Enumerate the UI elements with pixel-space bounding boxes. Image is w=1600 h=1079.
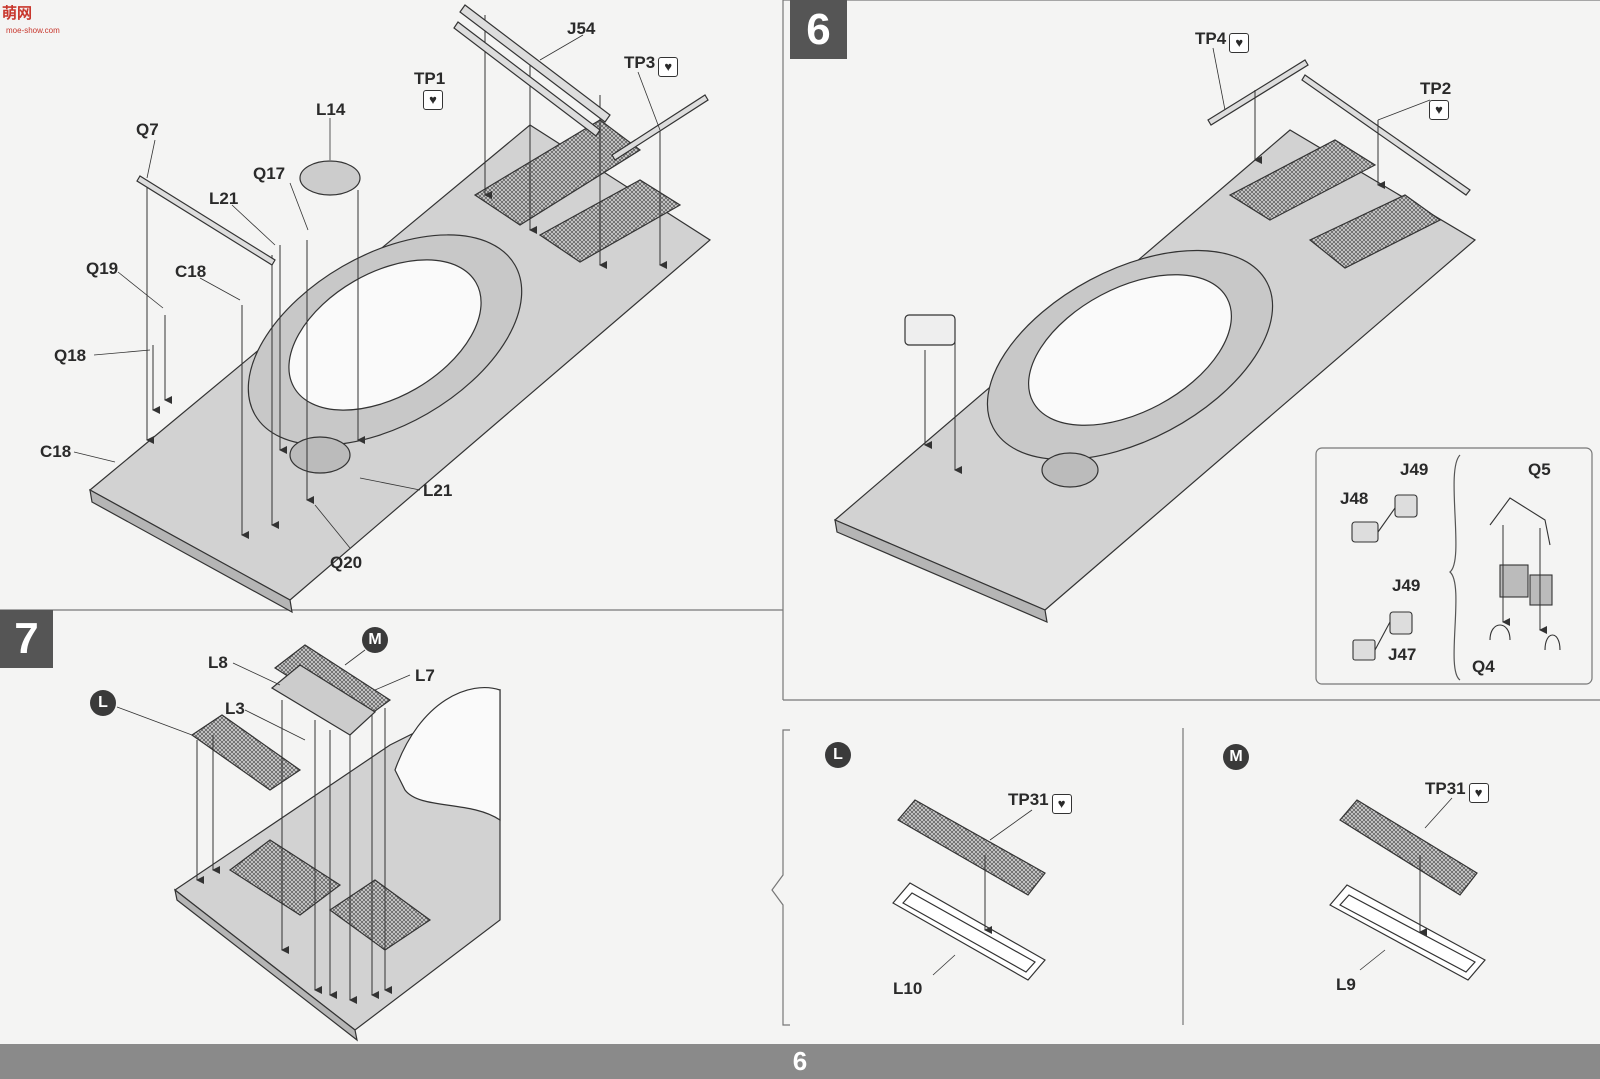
part-label-C18: C18 (40, 442, 72, 461)
part-label-TP31-text: TP31 (1425, 779, 1466, 798)
subassembly-M (1329, 799, 1486, 981)
step-7-number: 7 (0, 610, 53, 668)
part-label-J49: J49 (1392, 576, 1421, 595)
callout-M: M (1223, 744, 1249, 770)
part-label-TP4-text: TP4 (1195, 29, 1227, 48)
part-label-TP3: TP3♥ (624, 53, 679, 77)
step6-arrows (924, 90, 1385, 474)
part-label-L9: L9 (1336, 975, 1356, 994)
part-label-J47: J47 (1388, 645, 1417, 664)
part-label-TP31-text: TP31 (1008, 790, 1049, 809)
callout-M: M (362, 627, 388, 653)
part-label-L3: L3 (225, 699, 245, 718)
inset-brace (1449, 454, 1461, 681)
part-label-TP4: TP4♥ (1195, 29, 1250, 53)
step6-parts (904, 59, 1471, 346)
part-label-Q4: Q4 (1472, 657, 1495, 676)
step-6-number: 6 (790, 0, 847, 59)
part-label-Q19: Q19 (86, 259, 119, 278)
watermark-sub: moe-show.com (6, 26, 60, 35)
part-label-L10: L10 (893, 979, 923, 998)
part-label-TP2: TP2 ♥ (1420, 80, 1451, 120)
part-label-Q18: Q18 (54, 346, 87, 365)
part-label-J49: J49 (1400, 460, 1429, 479)
heart-etch-icon: ♥ (1051, 794, 1072, 814)
callout-L: L (90, 690, 116, 716)
hull-step6 (833, 129, 1477, 623)
part-label-L8: L8 (208, 653, 228, 672)
step6-leaders (1212, 47, 1431, 121)
part-label-Q20: Q20 (330, 553, 363, 572)
callout-L: L (825, 742, 851, 768)
step7-parts (190, 644, 392, 791)
footer-bar: 6 (0, 1044, 1600, 1079)
part-label-TP31: TP31♥ (1425, 780, 1489, 803)
part-label-J54: J54 (567, 19, 596, 38)
part-label-TP1: TP1 ♥ (414, 70, 445, 110)
LM-leaders (932, 797, 1453, 976)
part-label-L21: L21 (209, 189, 239, 208)
part-label-TP31: TP31♥ (1008, 791, 1072, 814)
part-label-J48: J48 (1340, 489, 1369, 508)
LM-arrows (984, 855, 1427, 936)
part-label-C18: C18 (175, 262, 207, 281)
step7-arrows (196, 700, 392, 1004)
page-number: 6 (792, 1046, 808, 1076)
panel-borders (0, 0, 1600, 1026)
watermark-text: 萌网 (2, 5, 33, 22)
heart-etch-icon: ♥ (423, 90, 443, 110)
part-label-TP2-text: TP2 (1420, 79, 1452, 98)
part-label-TP3-text: TP3 (624, 53, 656, 72)
step5-parts (136, 4, 709, 266)
heart-etch-icon: ♥ (1468, 783, 1489, 803)
hull-step5 (88, 119, 712, 614)
heart-etch-icon: ♥ (1229, 33, 1250, 53)
part-label-L14: L14 (316, 100, 346, 119)
inset-subassemblies (1351, 494, 1561, 661)
hull-step7 (173, 686, 501, 1042)
part-label-TP1-text: TP1 (414, 69, 446, 88)
step5-leaders (73, 34, 661, 549)
part-label-Q5: Q5 (1528, 460, 1551, 479)
inset-arrows (1502, 525, 1547, 634)
heart-etch-icon: ♥ (658, 57, 679, 77)
part-label-Q17: Q17 (253, 164, 286, 183)
step7-leaders (116, 649, 411, 741)
part-label-L21: L21 (423, 481, 453, 500)
part-label-Q7: Q7 (136, 120, 159, 139)
part-label-L7: L7 (415, 666, 435, 685)
subassembly-L (892, 799, 1046, 981)
heart-etch-icon: ♥ (1429, 100, 1449, 120)
